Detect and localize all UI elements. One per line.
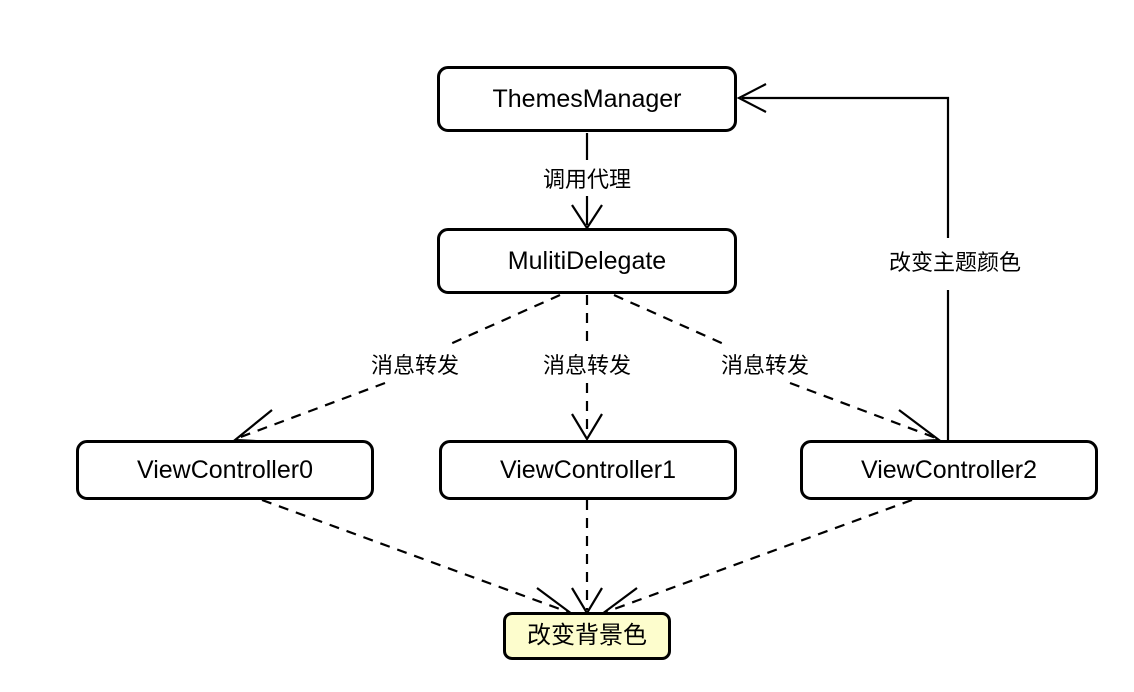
edge-label-invoke-delegate: 调用代理 <box>538 167 636 193</box>
edge-forward-1 <box>571 295 603 442</box>
edge-bg-1 <box>571 500 603 616</box>
node-label: ViewController2 <box>860 455 1037 484</box>
edge-label-forward-2: 消息转发 <box>716 353 814 379</box>
node-label: ViewController0 <box>136 455 313 484</box>
edge-bg-2 <box>598 498 913 618</box>
node-change-background[interactable]: 改变背景色 <box>503 612 671 660</box>
node-label: ViewController1 <box>499 455 676 484</box>
node-view-controller-2[interactable]: ViewController2 <box>800 440 1098 500</box>
node-label: ThemesManager <box>492 84 682 113</box>
edge-change-theme <box>736 83 950 440</box>
edge-label-forward-1: 消息转发 <box>538 353 636 379</box>
edge-label-forward-0: 消息转发 <box>366 353 464 379</box>
node-themes-manager[interactable]: ThemesManager <box>437 66 737 132</box>
node-label: MulitiDelegate <box>507 246 667 275</box>
edge-label-change-theme: 改变主题颜色 <box>884 250 1026 276</box>
node-view-controller-1[interactable]: ViewController1 <box>439 440 737 500</box>
node-muliti-delegate[interactable]: MulitiDelegate <box>437 228 737 294</box>
node-label: 改变背景色 <box>527 622 647 649</box>
node-view-controller-0[interactable]: ViewController0 <box>76 440 374 500</box>
edge-bg-0 <box>261 498 576 618</box>
